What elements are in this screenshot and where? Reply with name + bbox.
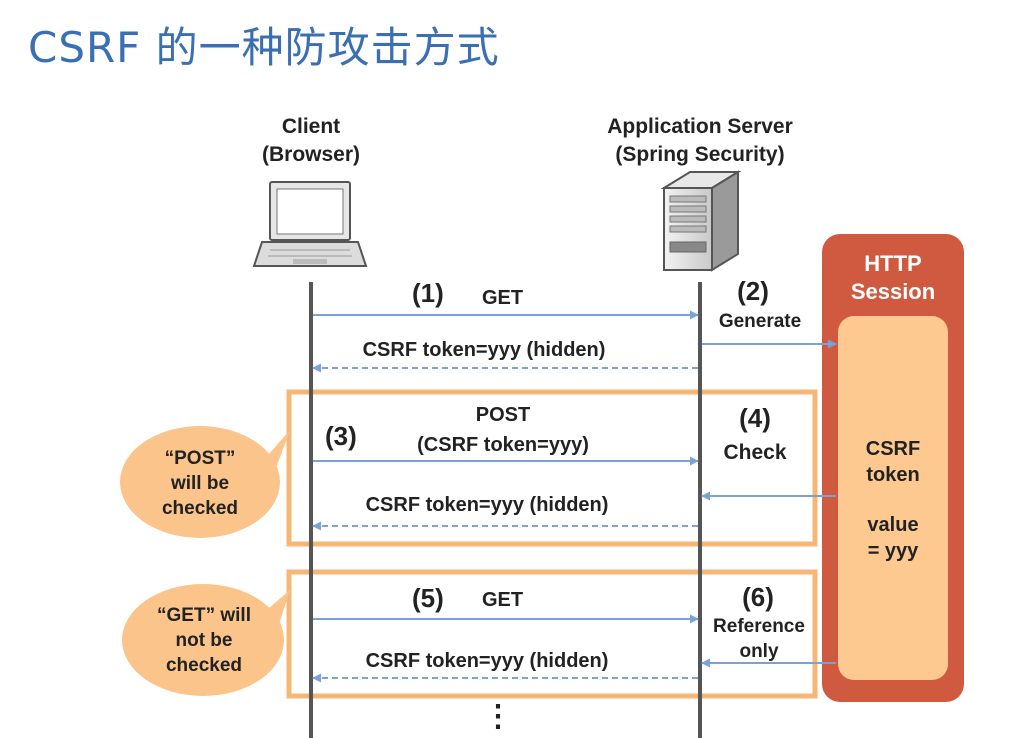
laptop-icon bbox=[252, 181, 368, 267]
client-title: Client bbox=[281, 115, 341, 138]
session-title-line2: Session bbox=[850, 279, 936, 304]
step-6-label-line2: only bbox=[739, 641, 779, 662]
server-icon bbox=[660, 170, 742, 272]
step-2-label: Generate bbox=[718, 311, 802, 332]
step-3-label-line2: (CSRF token=yyy) bbox=[417, 434, 589, 456]
step-6-label: Reference only bbox=[713, 614, 805, 664]
response-2-label: CSRF token=yyy (hidden) bbox=[365, 494, 609, 516]
client-label: Client (Browser) bbox=[262, 113, 360, 169]
step-6-number: (6) bbox=[742, 582, 774, 612]
post-bubble-line3: checked bbox=[161, 498, 239, 519]
post-check-box bbox=[286, 389, 818, 547]
server-subtitle: (Spring Security) bbox=[615, 143, 785, 166]
server-title: Application Server bbox=[607, 115, 793, 138]
post-bubble-line2: will be bbox=[170, 473, 230, 494]
get-bubble bbox=[122, 584, 290, 696]
server-label: Application Server (Spring Security) bbox=[607, 113, 793, 169]
session-token-label: CSRF token bbox=[866, 436, 920, 488]
response-1-label: CSRF token=yyy (hidden) bbox=[362, 339, 606, 361]
value-label-line1: value bbox=[867, 514, 919, 536]
value-label-line2: = yyy bbox=[867, 540, 919, 562]
session-token-store bbox=[838, 316, 948, 680]
get-bubble-line2: not be bbox=[175, 630, 233, 651]
continuation-dots: ⋮ bbox=[483, 700, 513, 733]
step-5-number: (5) bbox=[412, 583, 444, 613]
get-bubble-line1: “GET” will bbox=[157, 605, 251, 626]
token-label-line2: token bbox=[866, 464, 920, 486]
token-label-line1: CSRF bbox=[865, 438, 921, 460]
get-bubble-line3: checked bbox=[165, 655, 243, 676]
step-1-number: (1) bbox=[412, 278, 444, 308]
step-1-label: GET bbox=[482, 287, 524, 309]
step-5-label: GET bbox=[482, 589, 524, 611]
session-value-label: value = yyy bbox=[867, 512, 918, 564]
session-title-line1: HTTP bbox=[864, 251, 922, 276]
step-4-label: Check bbox=[723, 441, 787, 464]
get-reference-box bbox=[286, 569, 818, 699]
response-3-label: CSRF token=yyy (hidden) bbox=[365, 650, 609, 672]
post-bubble bbox=[120, 426, 290, 538]
step-3-label-line1: POST bbox=[475, 404, 531, 426]
page-title: CSRF 的一种防攻击方式 bbox=[28, 23, 500, 72]
get-bubble-text: “GET” will not be checked bbox=[157, 603, 251, 678]
session-title: HTTP Session bbox=[851, 250, 935, 306]
client-subtitle: (Browser) bbox=[261, 143, 361, 166]
post-bubble-text: “POST” will be checked bbox=[162, 446, 238, 521]
post-bubble-line1: “POST” bbox=[164, 448, 236, 469]
step-2-number: (2) bbox=[737, 276, 769, 306]
step-4-number: (4) bbox=[739, 403, 771, 433]
step-3-number: (3) bbox=[325, 421, 357, 451]
step-6-label-line1: Reference bbox=[713, 616, 805, 637]
